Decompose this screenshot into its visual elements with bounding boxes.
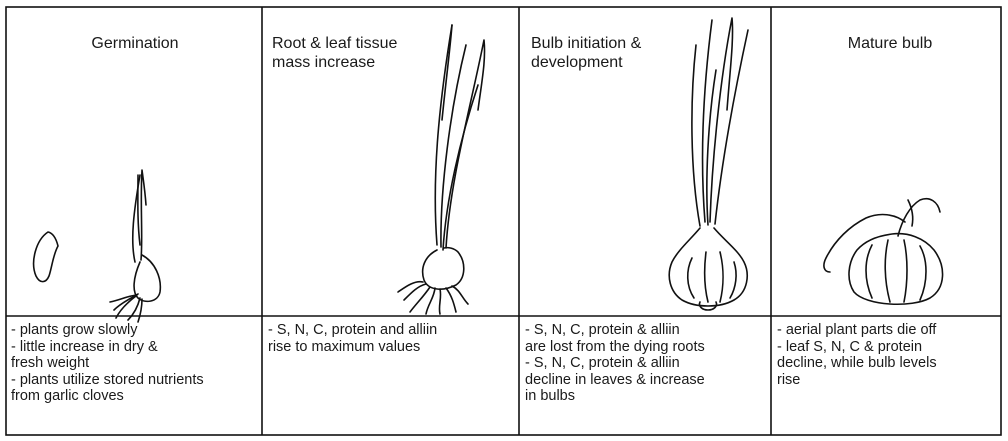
young-garlic-plant-icon (398, 25, 485, 314)
stage-note-root-leaf: - S, N, C, protein and alliin rise to ma… (268, 322, 516, 355)
sprouting-clove-icon (110, 170, 160, 322)
stage-note-mature-bulb: - aerial plant parts die off - leaf S, N… (777, 322, 999, 388)
stage-note-germination: - plants grow slowly - little increase i… (11, 322, 259, 405)
garlic-clove-icon (34, 232, 58, 282)
mature-bulb-icon (824, 199, 943, 305)
developing-bulb-plant-icon (669, 18, 748, 310)
stage-note-bulb-initiation: - S, N, C, protein & alliin are lost fro… (525, 322, 769, 405)
